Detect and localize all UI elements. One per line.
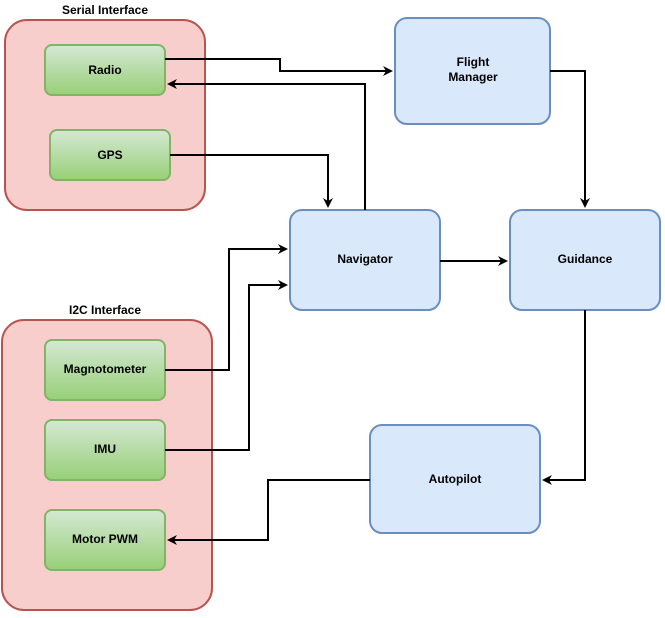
flight-manager-label-line2: Manager — [448, 70, 498, 84]
navigator-node[interactable]: Navigator — [289, 209, 441, 311]
magnetometer-label: Magnotometer — [64, 362, 147, 376]
autopilot-label: Autopilot — [429, 472, 482, 486]
imu-label: IMU — [94, 442, 116, 456]
guidance-label: Guidance — [558, 252, 613, 266]
motor-pwm-label: Motor PWM — [72, 532, 138, 546]
edge-guidance-to-autopilot — [542, 310, 586, 485]
navigator-label: Navigator — [337, 252, 393, 266]
edge-radio-to-flight-manager — [165, 58, 393, 76]
gps-label: GPS — [97, 148, 122, 162]
gps-node[interactable]: GPS — [49, 129, 171, 181]
edge-gps-to-navigator — [170, 154, 333, 208]
motor-pwm-node[interactable]: Motor PWM — [44, 509, 166, 571]
edge-navigator-to-radio — [167, 79, 366, 210]
magnetometer-node[interactable]: Magnotometer — [44, 339, 166, 401]
guidance-node[interactable]: Guidance — [509, 209, 661, 311]
edge-flight-manager-to-guidance — [550, 70, 590, 208]
edge-imu-to-navigator — [165, 280, 288, 451]
serial-interface-label: Serial Interface — [62, 3, 148, 17]
flight-manager-node[interactable]: Flight Manager — [394, 17, 551, 125]
i2c-interface-label: I2C Interface — [69, 303, 141, 317]
autopilot-node[interactable]: Autopilot — [369, 424, 541, 534]
edge-magnetometer-to-navigator — [165, 244, 288, 371]
edge-autopilot-to-motor-pwm — [167, 479, 370, 545]
radio-node[interactable]: Radio — [44, 44, 166, 96]
flight-manager-label-line1: Flight — [457, 55, 490, 69]
imu-node[interactable]: IMU — [44, 419, 166, 481]
radio-label: Radio — [88, 63, 121, 77]
connectors — [165, 58, 590, 545]
